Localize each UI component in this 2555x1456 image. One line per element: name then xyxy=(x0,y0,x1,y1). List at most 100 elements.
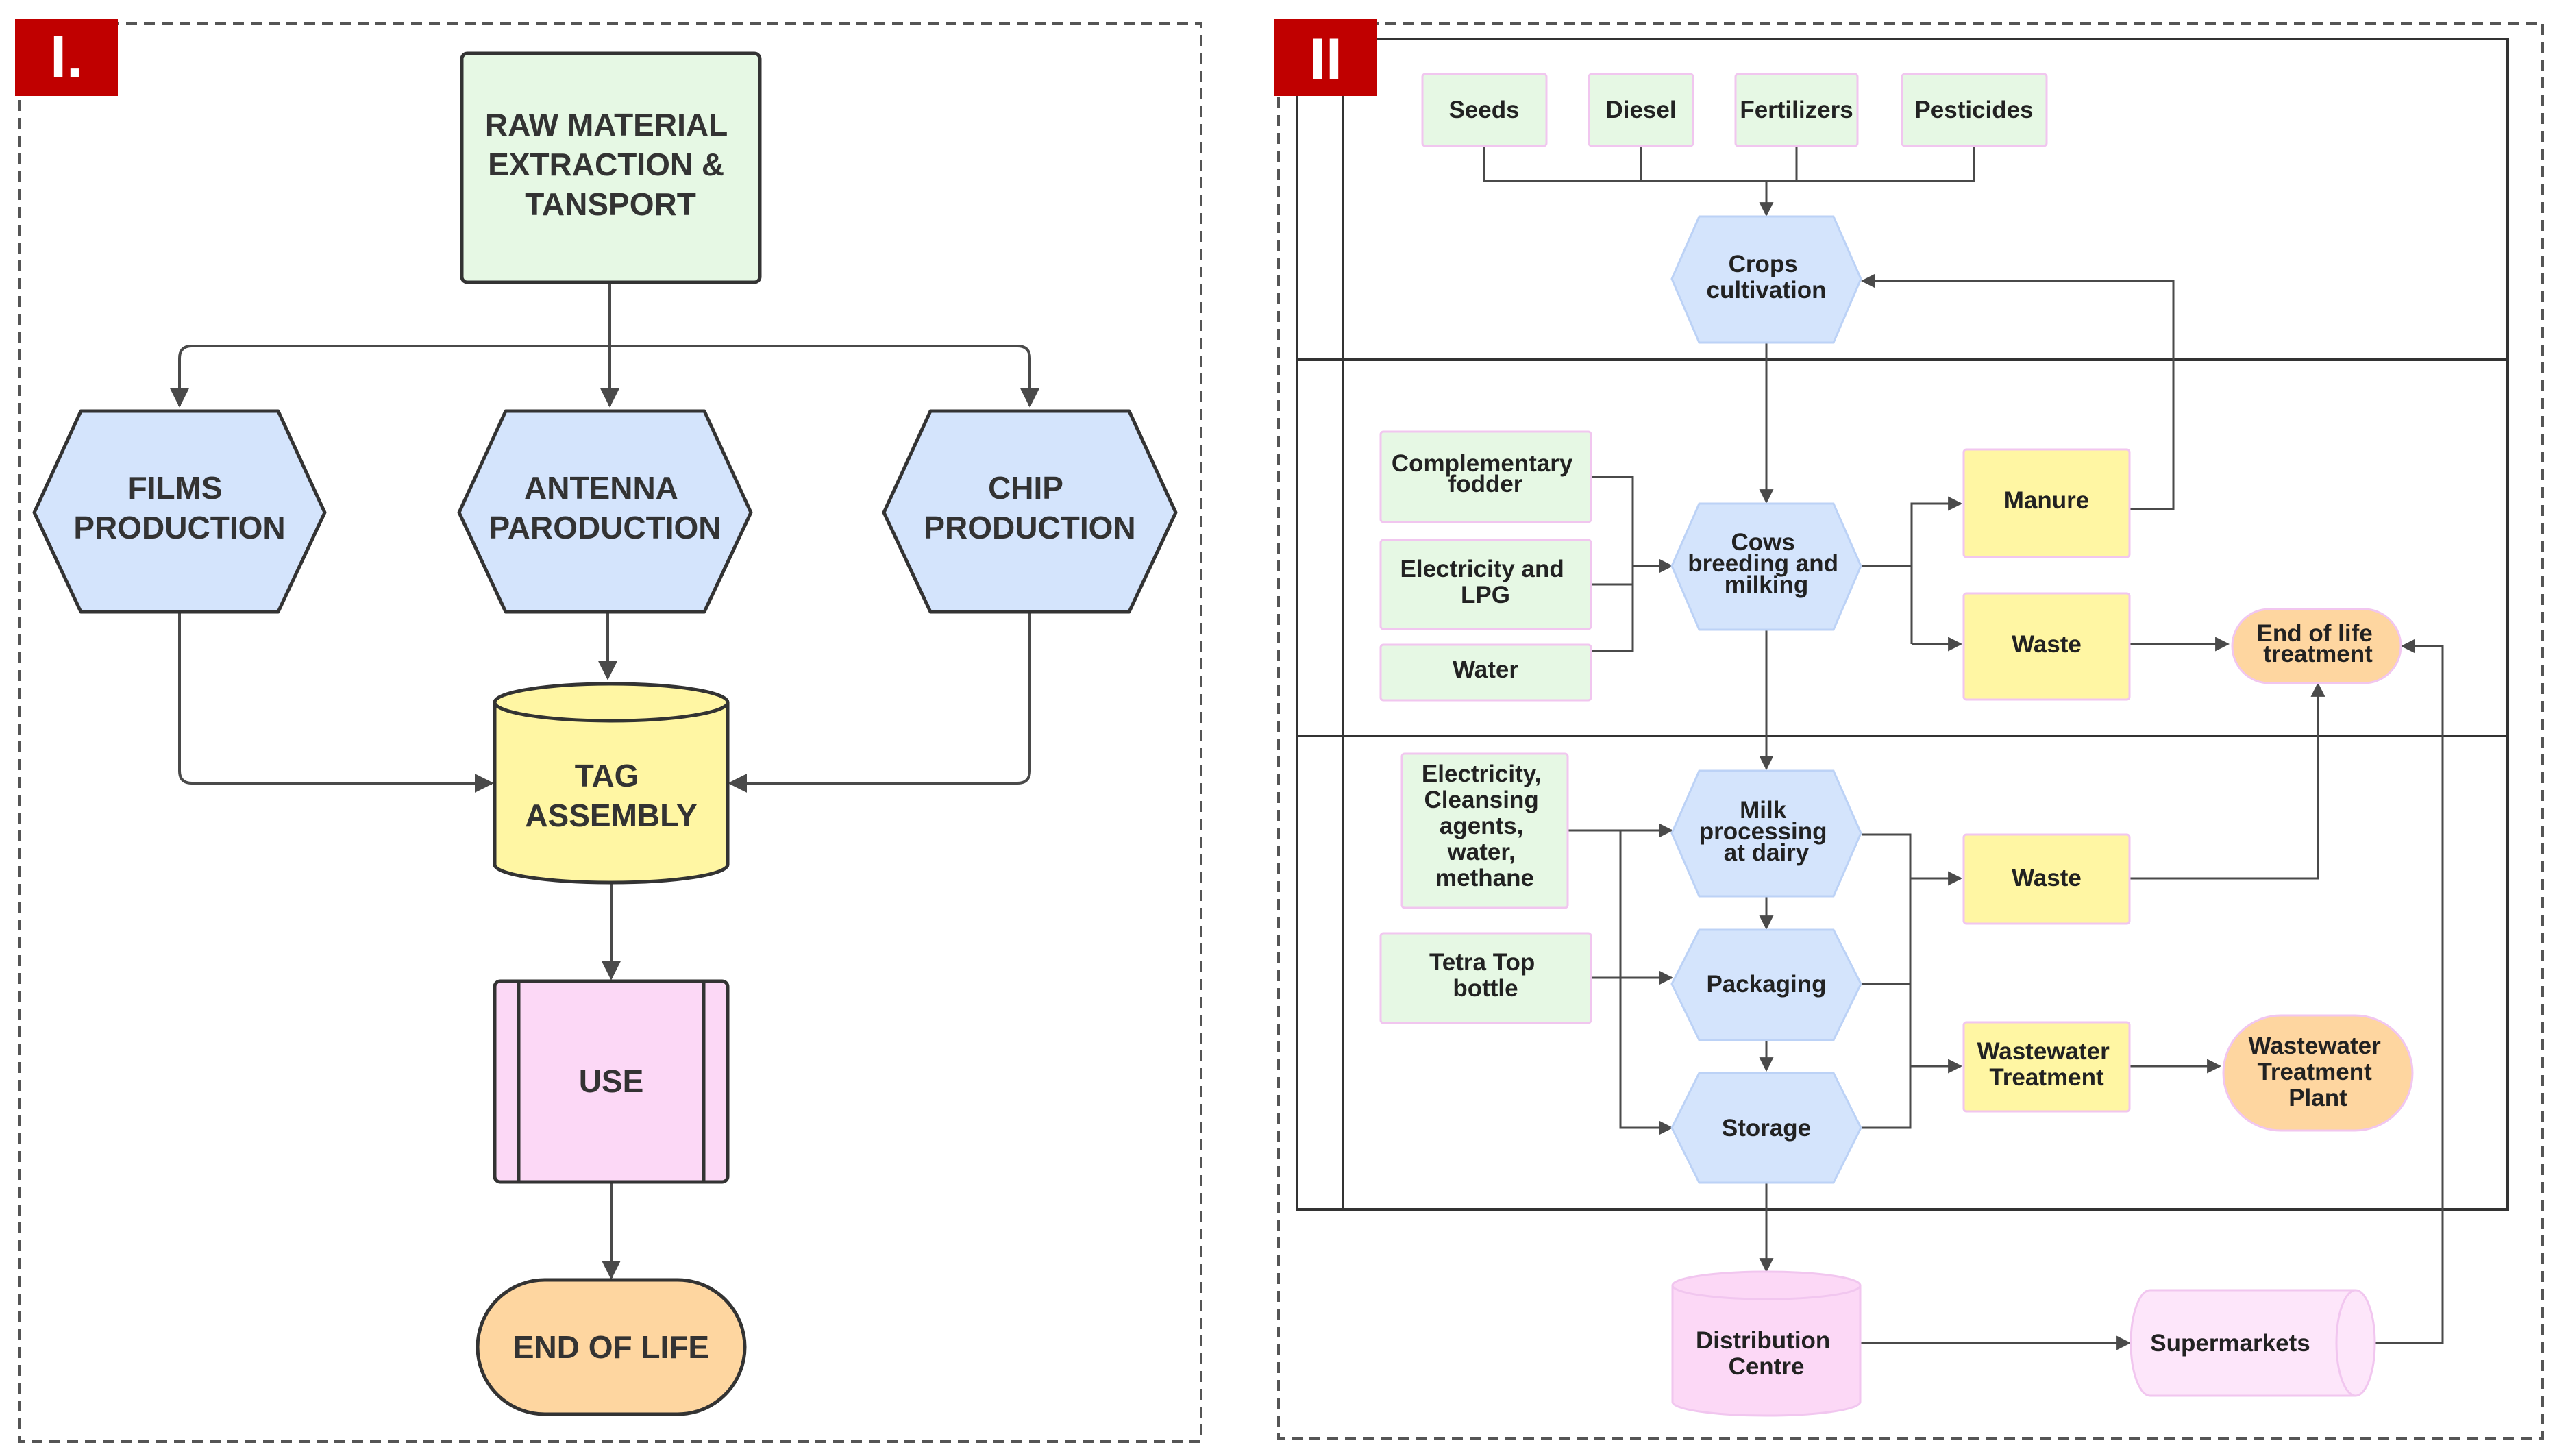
waste-farm-label: Waste xyxy=(2012,631,2082,658)
milk-processing-node: Milk processing at dairy xyxy=(1670,769,1862,898)
dairy-inputs-box xyxy=(1400,752,1569,909)
electricity-lpg-box xyxy=(1379,539,1592,630)
eol-treatment-shape xyxy=(2231,608,2402,684)
pesticides-node: Pesticides xyxy=(1901,73,2048,147)
panel-2-frame xyxy=(1296,38,2509,1211)
waste-dairy-node: Waste xyxy=(1962,833,2131,925)
tag-cylinder-body xyxy=(493,702,730,885)
connector-films-to-tag xyxy=(178,612,494,793)
fertilizers-node: Fertilizers xyxy=(1734,73,1859,147)
connector-dairy-inputs-to-storage xyxy=(1619,830,1674,1135)
electricity-lpg-label: Electricity and LPG xyxy=(1400,556,1571,608)
tetra-top-node: Tetra Top bottle xyxy=(1379,932,1592,1024)
chip-label: CHIP PRODUCTION xyxy=(924,470,1135,545)
wastewater-label: Wastewater Treatment xyxy=(1977,1038,2116,1091)
cows-label: Cows breeding and milking xyxy=(1688,529,1844,598)
storage-label: Storage xyxy=(1722,1115,1811,1142)
distribution-cylinder-top xyxy=(1671,1270,1862,1300)
panel-1: I. RAW MATERIAL EXTRACTION & TANSPORT xyxy=(15,19,1202,1443)
waste-dairy-box xyxy=(1962,833,2131,925)
wastewater-plant-label: Wastewater Treatment Plant xyxy=(2249,1033,2388,1111)
connector-chip-to-tag xyxy=(728,612,1031,793)
films-hexagon xyxy=(32,409,327,614)
panel-1-badge xyxy=(15,19,118,96)
packaging-hexagon xyxy=(1670,928,1862,1041)
supermarkets-node: Supermarkets xyxy=(2130,1289,2376,1397)
crops-label: Crops cultivation xyxy=(1706,251,1826,304)
dairy-inputs-node: Electricity, Cleansing agents, water, me… xyxy=(1400,752,1569,909)
panel-2-connectors xyxy=(1483,146,2444,1350)
fodder-label: Complementary fodder xyxy=(1392,450,1579,497)
complementary-fodder-node: Complementary fodder xyxy=(1379,430,1592,523)
connector-manure-to-crops xyxy=(1860,273,2175,510)
chip-production-node: CHIP PRODUCTION xyxy=(882,409,1178,614)
distribution-centre-node: Distribution Centre xyxy=(1671,1270,1862,1417)
wastewater-treatment-node: Wastewater Treatment xyxy=(1962,1021,2131,1113)
fertilizers-label: Fertilizers xyxy=(1740,97,1853,123)
films-production-node: FILMS PRODUCTION xyxy=(32,409,327,614)
storage-hexagon xyxy=(1670,1072,1862,1184)
water-node: Water xyxy=(1379,643,1592,702)
water-label: Water xyxy=(1453,656,1518,683)
water-box xyxy=(1379,643,1592,702)
use-label: USE xyxy=(579,1063,644,1099)
fodder-box xyxy=(1379,430,1592,523)
distribution-label: Distribution Centre xyxy=(1696,1327,1837,1380)
connector-pesticides xyxy=(1759,146,1975,217)
antenna-production-node: ANTENNA PARODUCTION xyxy=(457,409,753,614)
connector-raw-to-films xyxy=(170,345,610,408)
cows-node: Cows breeding and milking xyxy=(1670,502,1862,631)
storage-node: Storage xyxy=(1670,1072,1862,1184)
seeds-box xyxy=(1421,73,1548,147)
connector-to-manure xyxy=(1910,496,1963,644)
panel-2-badge-label: II xyxy=(1309,27,1342,92)
supermarkets-label: Supermarkets xyxy=(2150,1330,2310,1357)
crops-hexagon xyxy=(1670,215,1862,344)
tag-assembly-label: TAG ASSEMBLY xyxy=(525,758,697,833)
raw-material-label: RAW MATERIAL EXTRACTION & TANSPORT xyxy=(485,107,736,222)
diesel-box xyxy=(1588,73,1694,147)
pesticides-box xyxy=(1901,73,2048,147)
electricity-lpg-node: Electricity and LPG xyxy=(1379,539,1592,630)
tetra-top-box xyxy=(1379,932,1592,1024)
distribution-cylinder-body xyxy=(1671,1285,1862,1417)
connector-milk-out xyxy=(1862,833,1912,1129)
connector-waste-dairy-to-eol xyxy=(2130,682,2325,880)
wastewater-plant-node: Wastewater Treatment Plant xyxy=(2222,1014,2414,1132)
wastewater-plant-shape xyxy=(2222,1014,2414,1132)
eol-treatment-label: End of life treatment xyxy=(2257,620,2380,667)
seeds-label: Seeds xyxy=(1448,97,1519,123)
use-box xyxy=(493,979,730,1184)
panel-1-border xyxy=(18,22,1202,1443)
tetra-top-label: Tetra Top bottle xyxy=(1429,949,1542,1002)
panel-1-badge-label: I. xyxy=(50,24,83,90)
manure-node: Manure xyxy=(1962,448,2131,558)
panel-2-badge xyxy=(1274,19,1377,96)
end-of-life-treatment-node: End of life treatment xyxy=(2231,608,2402,684)
diesel-label: Diesel xyxy=(1605,97,1676,123)
connector-super-to-eol xyxy=(2375,639,2444,1344)
waste-farm-box xyxy=(1962,592,2131,701)
panel-2-border xyxy=(1277,22,2544,1440)
supermarkets-cap xyxy=(2335,1289,2376,1397)
manure-box xyxy=(1962,448,2131,558)
cows-hexagon xyxy=(1670,502,1862,631)
packaging-label: Packaging xyxy=(1706,971,1826,998)
raw-material-box xyxy=(460,51,762,284)
use-node: USE xyxy=(493,979,730,1184)
films-label: FILMS PRODUCTION xyxy=(73,470,285,545)
waste-dairy-label: Waste xyxy=(2012,865,2082,891)
crops-cultivation-node: Crops cultivation xyxy=(1670,215,1862,344)
end-of-life-node: END OF LIFE xyxy=(476,1278,747,1416)
antenna-hexagon xyxy=(457,409,753,614)
waste-farm-node: Waste xyxy=(1962,592,2131,701)
end-of-life-shape xyxy=(476,1278,747,1416)
antenna-label: ANTENNA PARODUCTION xyxy=(489,470,721,545)
connector-seeds xyxy=(1483,146,1766,182)
connector-fodder xyxy=(1591,476,1634,652)
fertilizers-box xyxy=(1734,73,1859,147)
end-of-life-label: END OF LIFE xyxy=(513,1329,709,1365)
dairy-inputs-label: Electricity, Cleansing agents, water, me… xyxy=(1422,761,1548,891)
pesticides-label: Pesticides xyxy=(1914,97,2033,123)
